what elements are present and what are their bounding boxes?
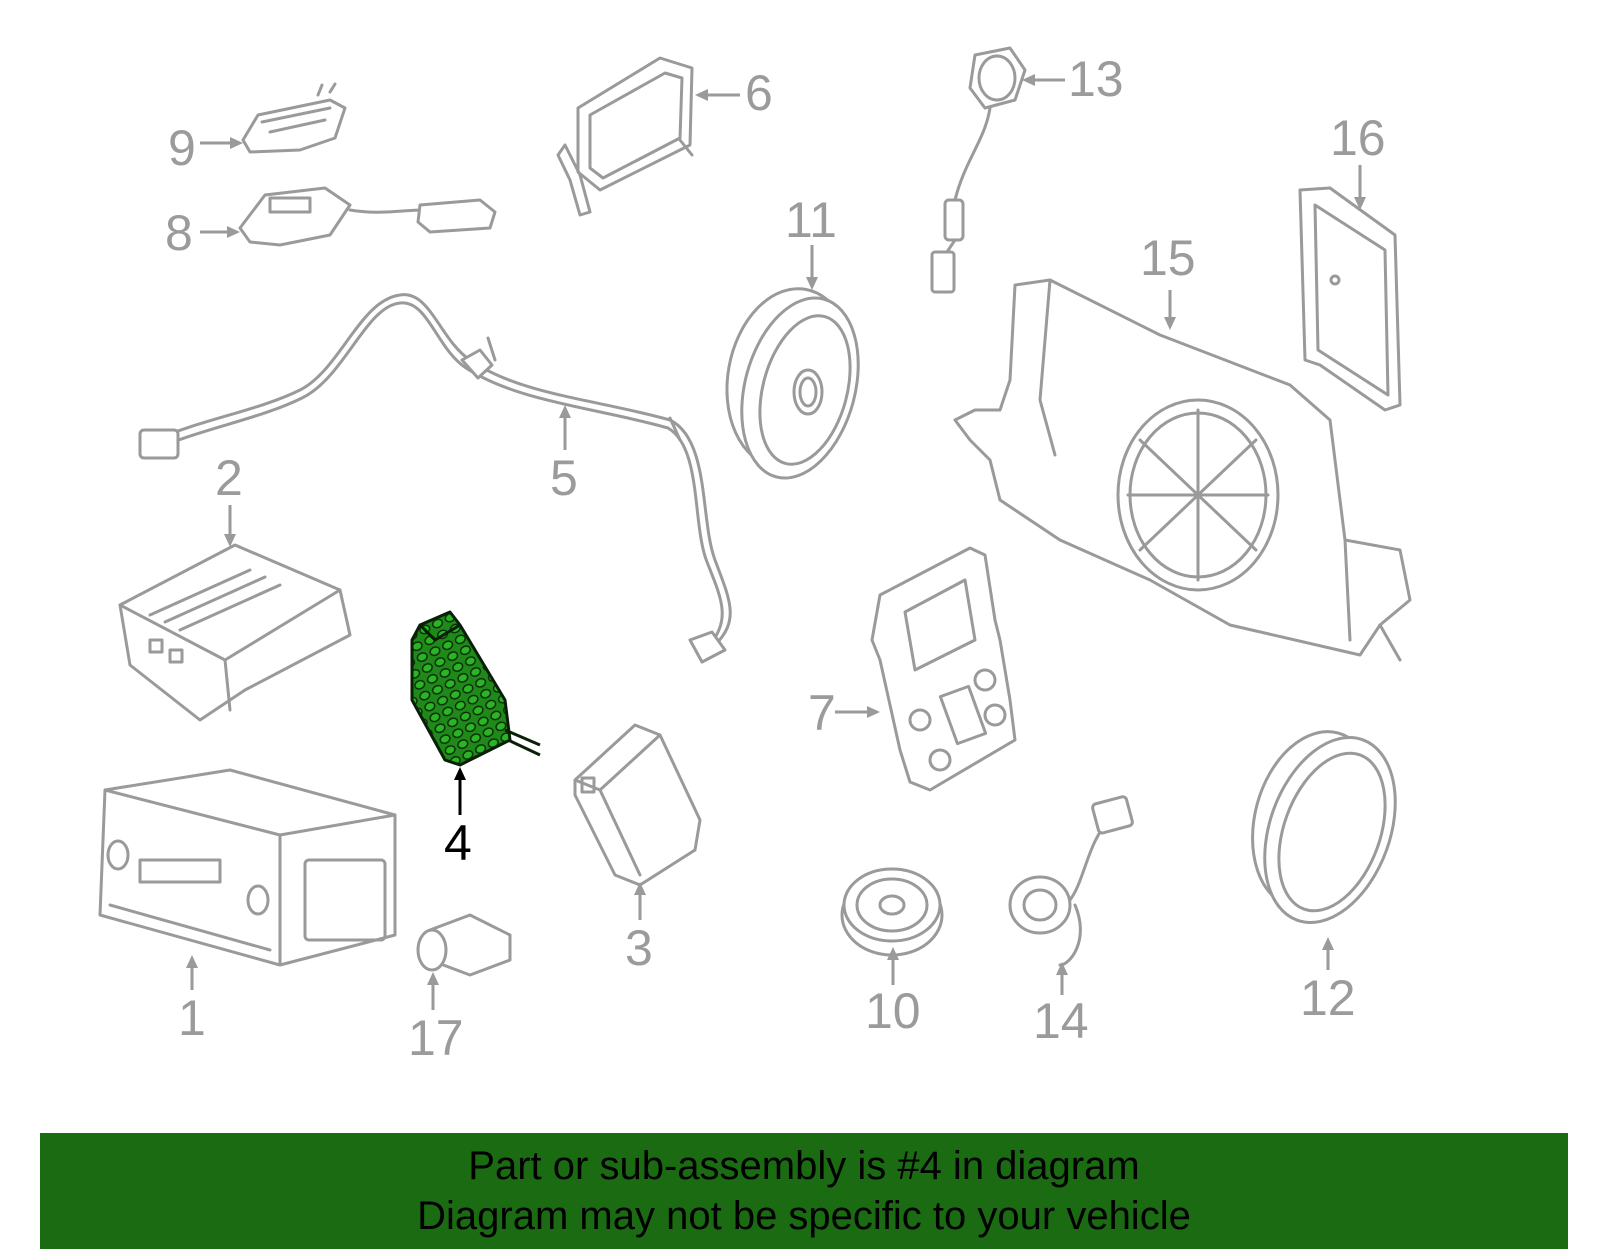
callout-8: 8 [165, 205, 193, 261]
callout-12: 12 [1300, 970, 1356, 1026]
callout-1: 1 [178, 990, 206, 1046]
part-5-harness [138, 293, 732, 664]
part-4-highlighted-grille [410, 610, 541, 767]
callout-7: 7 [808, 685, 836, 741]
info-banner: Part or sub-assembly is #4 in diagram Di… [40, 1133, 1568, 1249]
callout-15: 15 [1140, 230, 1196, 286]
callout-14: 14 [1033, 993, 1089, 1049]
callout-4-highlighted: 4 [444, 815, 472, 871]
callout-6: 6 [745, 65, 773, 121]
part-9-lamp [241, 82, 347, 154]
callout-10: 10 [865, 983, 921, 1039]
callout-labels: 9 8 6 13 16 11 15 5 2 7 4 3 1 17 10 14 1… [165, 51, 1386, 1066]
part-16-module [1298, 186, 1402, 412]
callout-5: 5 [550, 450, 578, 506]
part-8-lamp-harness [238, 186, 497, 247]
callout-2: 2 [215, 450, 243, 506]
part-6-display [556, 56, 694, 217]
part-14-tweeter [1008, 795, 1134, 967]
part-12-speaker [1251, 730, 1397, 925]
part-1-radio [98, 768, 397, 967]
callout-13: 13 [1068, 51, 1124, 107]
banner-line-1: Part or sub-assembly is #4 in diagram [468, 1144, 1140, 1188]
part-3-module [573, 723, 702, 887]
leader-arrows [186, 74, 1366, 1010]
part-11-speaker [725, 287, 860, 480]
part-15-subwoofer [953, 278, 1412, 662]
part-7-bezel [870, 546, 1017, 792]
part-2-amplifier [118, 543, 352, 722]
part-10-speaker [840, 867, 944, 957]
callout-11: 11 [785, 192, 837, 248]
callout-16: 16 [1330, 110, 1386, 166]
callout-9: 9 [168, 120, 196, 176]
callout-17: 17 [408, 1010, 464, 1066]
callout-3: 3 [625, 920, 653, 976]
part-17-connector [416, 913, 512, 977]
banner-line-2: Diagram may not be specific to your vehi… [417, 1194, 1191, 1238]
part-13-tweeter [930, 46, 1027, 294]
